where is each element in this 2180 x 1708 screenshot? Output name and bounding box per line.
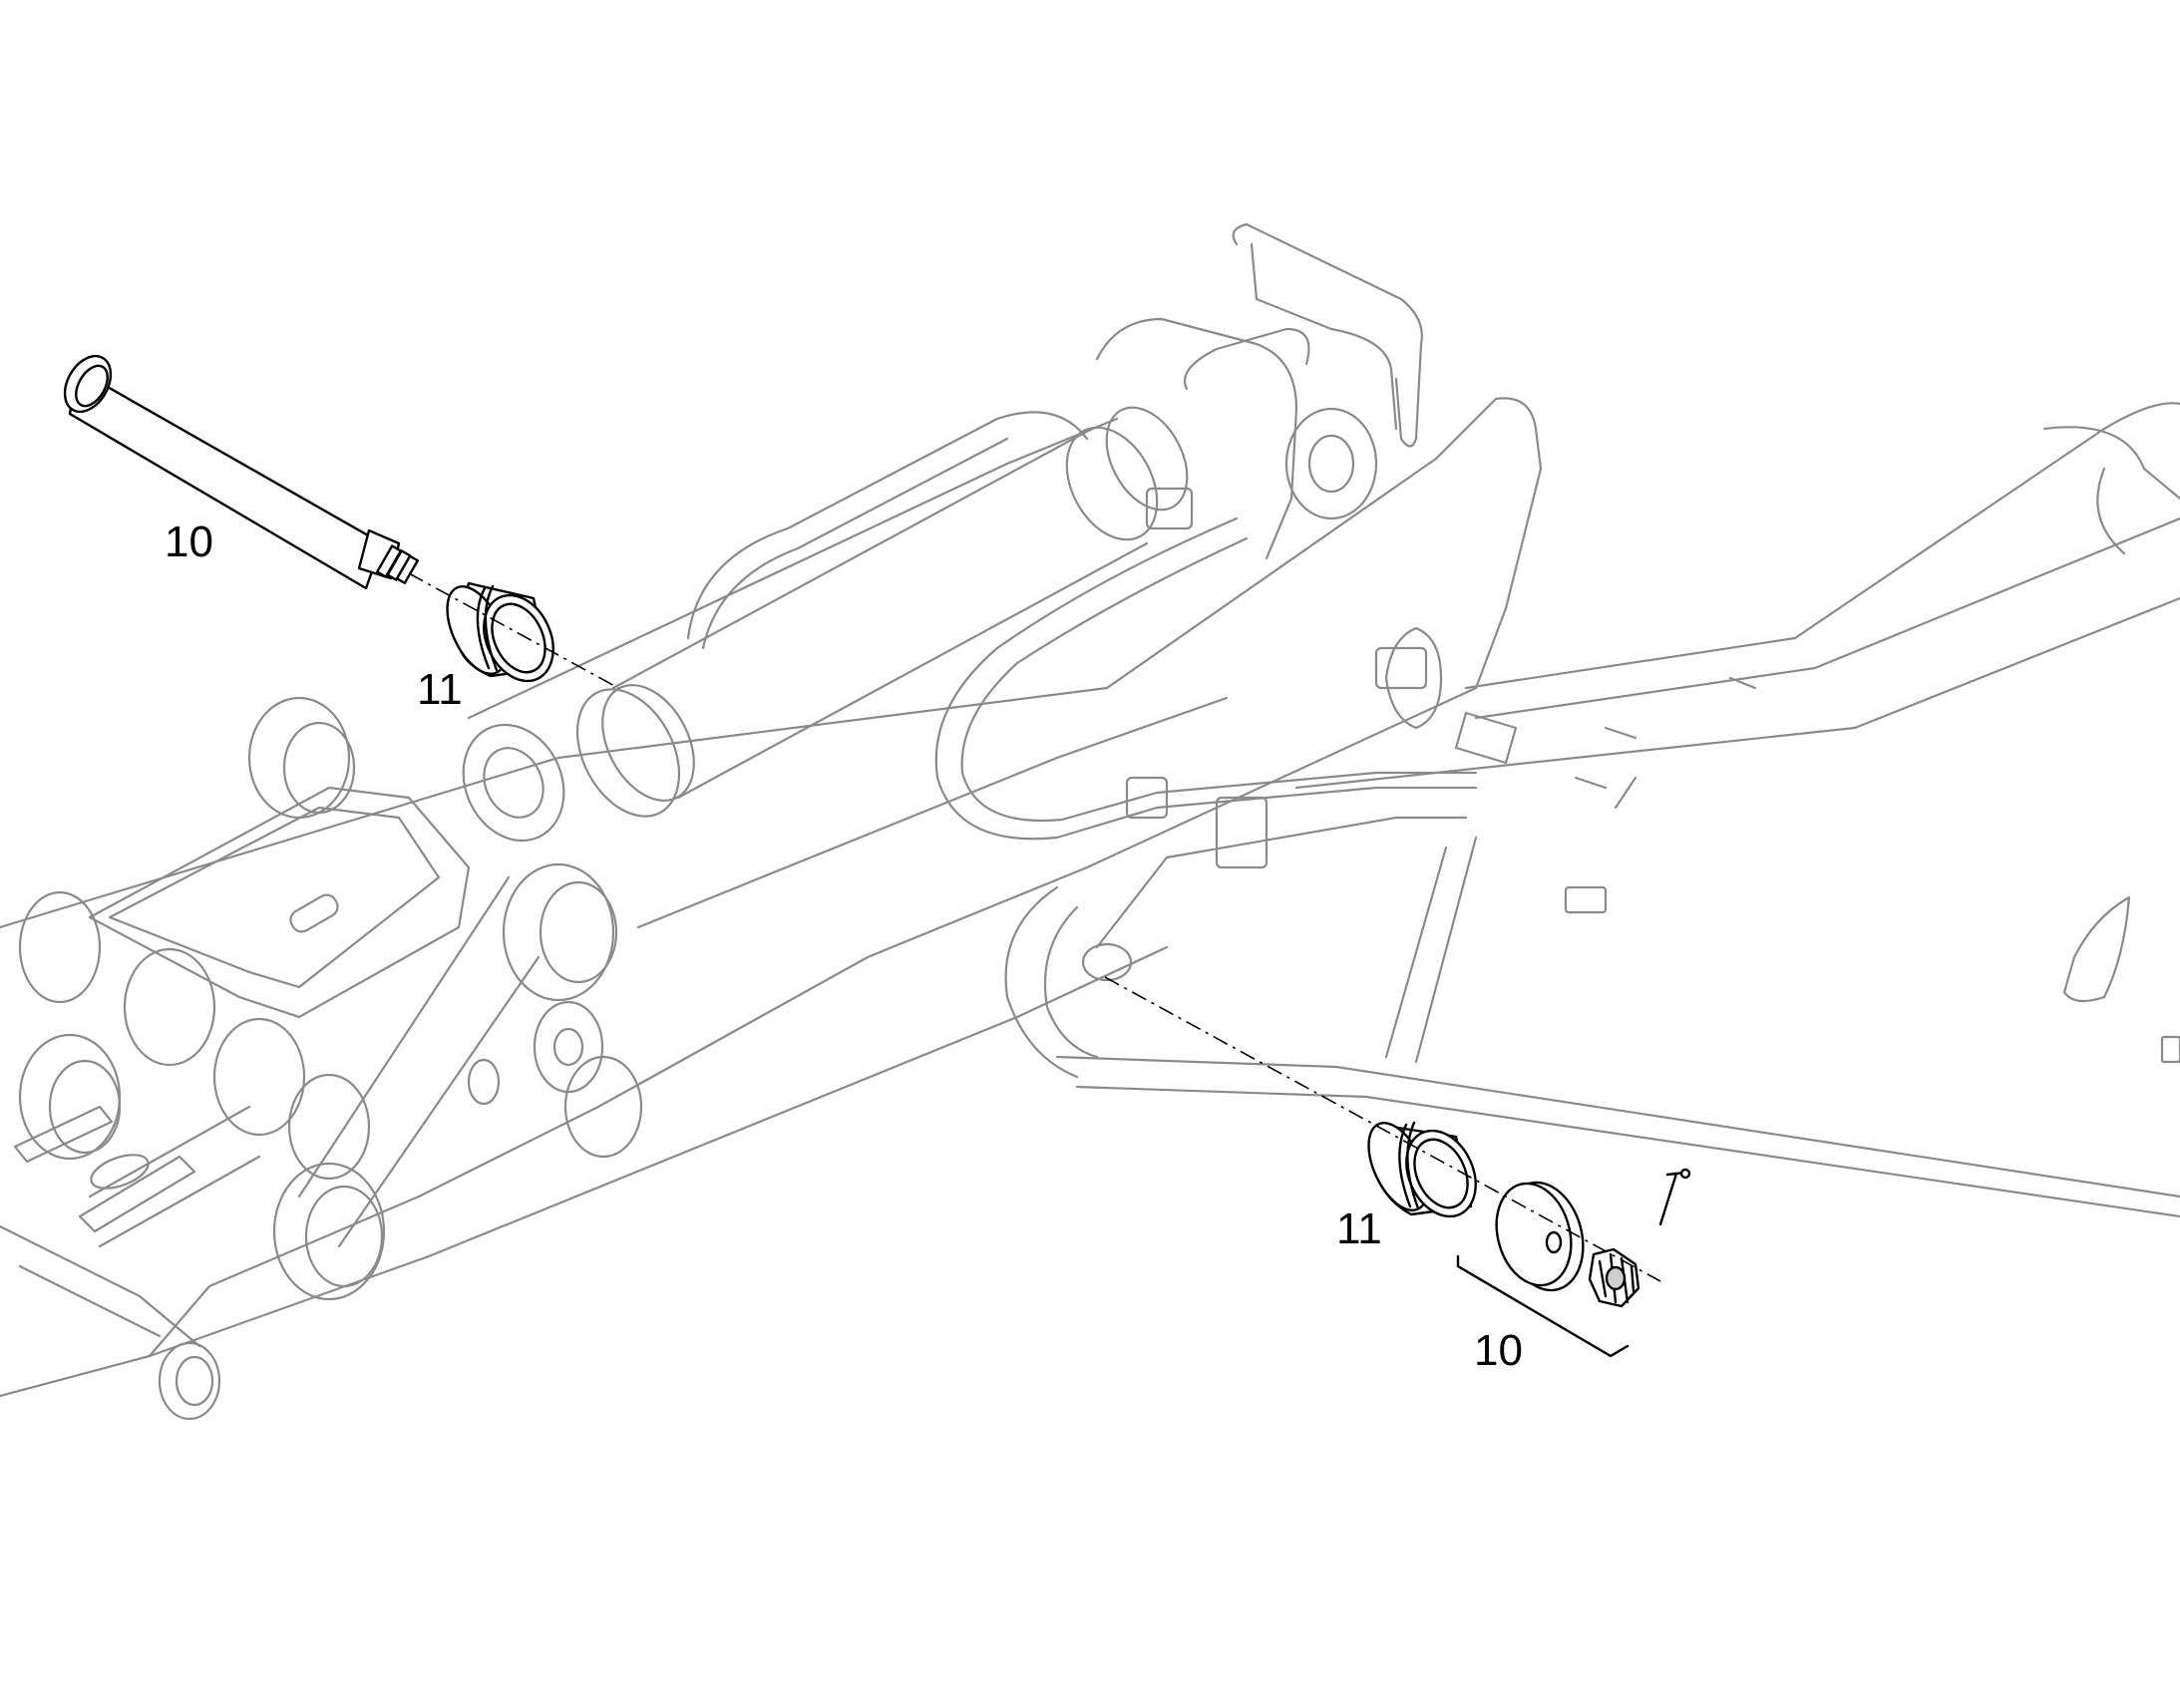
boom-side-edge bbox=[148, 945, 1169, 1358]
nose-pivot-bore bbox=[1307, 434, 1355, 494]
boom-main-body bbox=[0, 397, 1543, 1398]
castle-nut-hole bbox=[1605, 1265, 1627, 1291]
stick-bracket-1 bbox=[1564, 885, 1608, 914]
hose-upper bbox=[686, 411, 1089, 640]
cotter-pin-eye bbox=[1679, 1168, 1691, 1180]
cylinder-rear-ring-2 bbox=[1105, 406, 1189, 512]
linkage-oval bbox=[90, 1154, 150, 1190]
stick-pin-bore bbox=[1081, 942, 1133, 982]
castle-nut bbox=[1588, 1247, 1640, 1308]
cylinder-barrel-top bbox=[611, 427, 1094, 690]
linkage-arm-3 bbox=[0, 1224, 201, 1348]
cotter-pin bbox=[1658, 1168, 1691, 1226]
bushing-11-upper bbox=[446, 581, 554, 683]
pin-end-cap-inner bbox=[75, 364, 109, 408]
stick-mid-rail bbox=[1294, 596, 2180, 790]
nose-cylinder-end bbox=[1184, 327, 1310, 391]
boom-foot-plate-inner bbox=[108, 806, 441, 989]
washer-hole bbox=[1545, 1230, 1563, 1254]
kit-bracket-line bbox=[1456, 1254, 1630, 1358]
stick-eye-outline bbox=[1004, 885, 1079, 1079]
stick-bracket-2 bbox=[2160, 1035, 2180, 1064]
cylinder-rear-ring bbox=[1065, 426, 1159, 541]
linkage-slot-2 bbox=[13, 1105, 114, 1164]
hose-upper-2 bbox=[701, 437, 1009, 650]
bushing-lower-bore bbox=[1413, 1138, 1469, 1209]
pin-thread bbox=[375, 544, 420, 584]
cylinder-flange bbox=[462, 723, 565, 843]
disc-1 bbox=[533, 1000, 604, 1094]
callout-pin-kit-10: 10 bbox=[1474, 1326, 1523, 1375]
boom-foot-slot bbox=[289, 893, 339, 933]
stick-top-edge bbox=[1464, 402, 2180, 690]
boom-nose-bracket bbox=[1095, 317, 1298, 560]
bushing-upper-groove bbox=[476, 584, 499, 672]
cylinder-head-ring-2 bbox=[575, 688, 681, 818]
stick-eye-outline-2 bbox=[1043, 905, 1099, 1059]
stick-tip bbox=[2042, 426, 2180, 555]
boom-nose-frame-inner bbox=[1250, 242, 1398, 431]
centerline-lower bbox=[1104, 976, 1661, 1282]
boom-mid-knob bbox=[1384, 626, 1443, 730]
hose-loop-2 bbox=[960, 536, 1478, 823]
centerlines bbox=[408, 572, 1661, 1282]
boom-top-rail-2 bbox=[636, 696, 1229, 929]
boom-assembly bbox=[0, 222, 2180, 1421]
cylinder-barrel-bottom bbox=[676, 541, 1149, 800]
disc-1-hole bbox=[552, 1027, 584, 1067]
linkage-arm-2 bbox=[88, 1105, 261, 1248]
hose-clamp-1 bbox=[1125, 776, 1169, 820]
callout-pin-10: 10 bbox=[165, 517, 213, 566]
linkage-arm-1 bbox=[297, 875, 541, 1248]
stick-lower-frame bbox=[1095, 816, 1468, 949]
stick-top-edge-2 bbox=[1474, 516, 2180, 720]
stick-slot-2 bbox=[1728, 676, 1757, 690]
bushing-lower-groove bbox=[1398, 1121, 1420, 1210]
hose-clamp-2 bbox=[1374, 646, 1428, 690]
stick-bottom-edge bbox=[1055, 1055, 2180, 1198]
hose-loop bbox=[934, 516, 1478, 841]
centerline-upper bbox=[408, 572, 619, 689]
boom-bottom-tab bbox=[1454, 711, 1518, 765]
hose-clamp-bracket bbox=[1215, 796, 1269, 869]
disc-2 bbox=[563, 1055, 643, 1159]
bushing-upper-bore bbox=[491, 602, 546, 674]
cylinder-head-ring bbox=[601, 684, 695, 802]
stick-flange-right bbox=[2062, 895, 2131, 1003]
stick-slot-1 bbox=[1574, 726, 1637, 790]
stick-bottom-edge-2 bbox=[1075, 1085, 2180, 1218]
callout-bushing-11-upper: 11 bbox=[417, 665, 463, 714]
washer bbox=[1495, 1181, 1585, 1292]
linkage-slot bbox=[78, 1155, 196, 1233]
cylinder-flange-bore bbox=[483, 747, 545, 819]
callouts: 10 11 11 10 bbox=[165, 517, 1523, 1375]
cylinder-fitting bbox=[1145, 487, 1194, 530]
pin-10 bbox=[63, 354, 420, 590]
washer-face bbox=[1495, 1182, 1573, 1287]
pivot-cylinders bbox=[18, 696, 618, 1421]
nose-pivot bbox=[1284, 407, 1378, 520]
callout-bushing-11-lower: 11 bbox=[1336, 1204, 1382, 1253]
boom-nose-frame bbox=[1232, 222, 1423, 448]
stick-side-panel bbox=[1384, 776, 1637, 1064]
disc-3 bbox=[467, 1058, 501, 1106]
